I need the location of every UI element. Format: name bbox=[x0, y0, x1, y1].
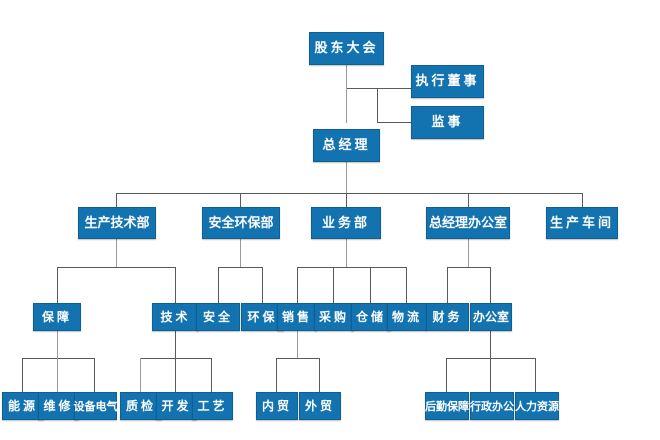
edge-drop-process bbox=[211, 358, 212, 392]
edge-drop-administrative-office bbox=[490, 358, 491, 392]
edge-shareholders-to-gm bbox=[346, 88, 347, 123]
node-equipment-electrical[interactable]: 设备电气 bbox=[74, 392, 118, 420]
edge-sales-down bbox=[297, 331, 298, 359]
node-technology[interactable]: 技术 bbox=[152, 303, 199, 331]
edge-drop-energy bbox=[22, 358, 23, 392]
node-human-resources[interactable]: 人力资源 bbox=[515, 392, 559, 420]
node-executive-director[interactable]: 执行董事 bbox=[411, 65, 484, 98]
edge-shareholders-down bbox=[346, 65, 347, 105]
edge-drop-environment bbox=[262, 267, 263, 303]
edge-drop-technology bbox=[175, 267, 176, 303]
edge-bus-executive-director bbox=[346, 88, 412, 89]
node-logistics[interactable]: 物流 bbox=[387, 303, 427, 331]
node-gm-office[interactable]: 总经理办公室 bbox=[426, 207, 510, 239]
node-general-manager[interactable]: 总经理 bbox=[313, 129, 380, 162]
edge-drop-procurement bbox=[333, 267, 334, 303]
edge-technology-down bbox=[175, 331, 176, 359]
node-process[interactable]: 工艺 bbox=[192, 392, 233, 420]
edge-drop-office bbox=[490, 267, 491, 303]
edge-drop-quality bbox=[140, 358, 141, 392]
edge-drop-support bbox=[57, 267, 58, 303]
edge-drop-equipment-electrical bbox=[94, 358, 95, 392]
edge-level2-drop-workshop bbox=[582, 193, 583, 207]
node-maintenance[interactable]: 维修 bbox=[38, 392, 79, 420]
node-production-workshop[interactable]: 生产车间 bbox=[546, 207, 618, 239]
edge-technology-bus bbox=[140, 358, 212, 359]
node-environment[interactable]: 环保 bbox=[241, 303, 284, 331]
node-procurement[interactable]: 采购 bbox=[314, 303, 354, 331]
node-supervisor[interactable]: 监事 bbox=[411, 106, 484, 139]
edge-safety-env-bus bbox=[218, 267, 263, 268]
edge-bus-supervisor bbox=[377, 122, 412, 123]
edge-drop-sales bbox=[297, 267, 298, 303]
node-sales[interactable]: 销售 bbox=[277, 303, 317, 331]
edge-drop-finance bbox=[447, 267, 448, 303]
node-support[interactable]: 保障 bbox=[33, 303, 81, 331]
edge-sales-bus bbox=[276, 358, 320, 359]
edge-drop-domestic-trade bbox=[276, 358, 277, 392]
node-office[interactable]: 办公室 bbox=[470, 303, 512, 331]
node-safety-environment-dept[interactable]: 安全环保部 bbox=[202, 207, 280, 239]
edge-drop-logistics bbox=[406, 267, 407, 303]
edge-drop-maintenance bbox=[57, 358, 58, 392]
edge-safety-env-down bbox=[240, 239, 241, 268]
edge-drop-human-resources bbox=[535, 358, 536, 392]
node-production-technology-dept[interactable]: 生产技术部 bbox=[78, 207, 156, 239]
node-logistics-support[interactable]: 后勤保障 bbox=[425, 392, 469, 420]
edge-production-tech-down bbox=[116, 239, 117, 268]
node-shareholders-meeting[interactable]: 股东大会 bbox=[309, 32, 384, 65]
edge-gm-office-down bbox=[468, 239, 469, 268]
node-administrative-office[interactable]: 行政办公 bbox=[470, 392, 514, 420]
edge-support-down bbox=[57, 331, 58, 359]
edge-level2-drop-safety-env bbox=[240, 193, 241, 207]
edge-level2-drop-business bbox=[346, 193, 347, 207]
edge-level2-bus bbox=[116, 193, 582, 194]
node-warehouse[interactable]: 仓储 bbox=[351, 303, 391, 331]
node-development[interactable]: 开发 bbox=[156, 392, 197, 420]
edge-business-down bbox=[346, 239, 347, 268]
edge-drop-warehouse bbox=[370, 267, 371, 303]
edge-office-bus bbox=[446, 358, 536, 359]
edge-gm-down bbox=[346, 162, 347, 194]
node-domestic-trade[interactable]: 内贸 bbox=[256, 392, 298, 420]
node-finance[interactable]: 财务 bbox=[426, 303, 469, 331]
node-safety[interactable]: 安全 bbox=[196, 303, 240, 331]
edge-production-tech-bus bbox=[57, 267, 175, 268]
edge-gm-office-bus bbox=[447, 267, 491, 268]
node-foreign-trade[interactable]: 外贸 bbox=[299, 392, 341, 420]
edge-drop-logistics-support bbox=[446, 358, 447, 392]
edge-drop-foreign-trade bbox=[319, 358, 320, 392]
edge-business-bus bbox=[297, 267, 407, 268]
edge-drop-safety bbox=[218, 267, 219, 303]
edge-office-down bbox=[490, 331, 491, 359]
edge-drop-supervisor bbox=[377, 88, 378, 123]
edge-level2-drop-gm-office bbox=[468, 193, 469, 207]
edge-drop-development bbox=[175, 358, 176, 392]
edge-level2-drop-production-tech bbox=[116, 193, 117, 207]
edge-support-bus bbox=[22, 358, 95, 359]
node-business-dept[interactable]: 业务部 bbox=[311, 207, 381, 239]
